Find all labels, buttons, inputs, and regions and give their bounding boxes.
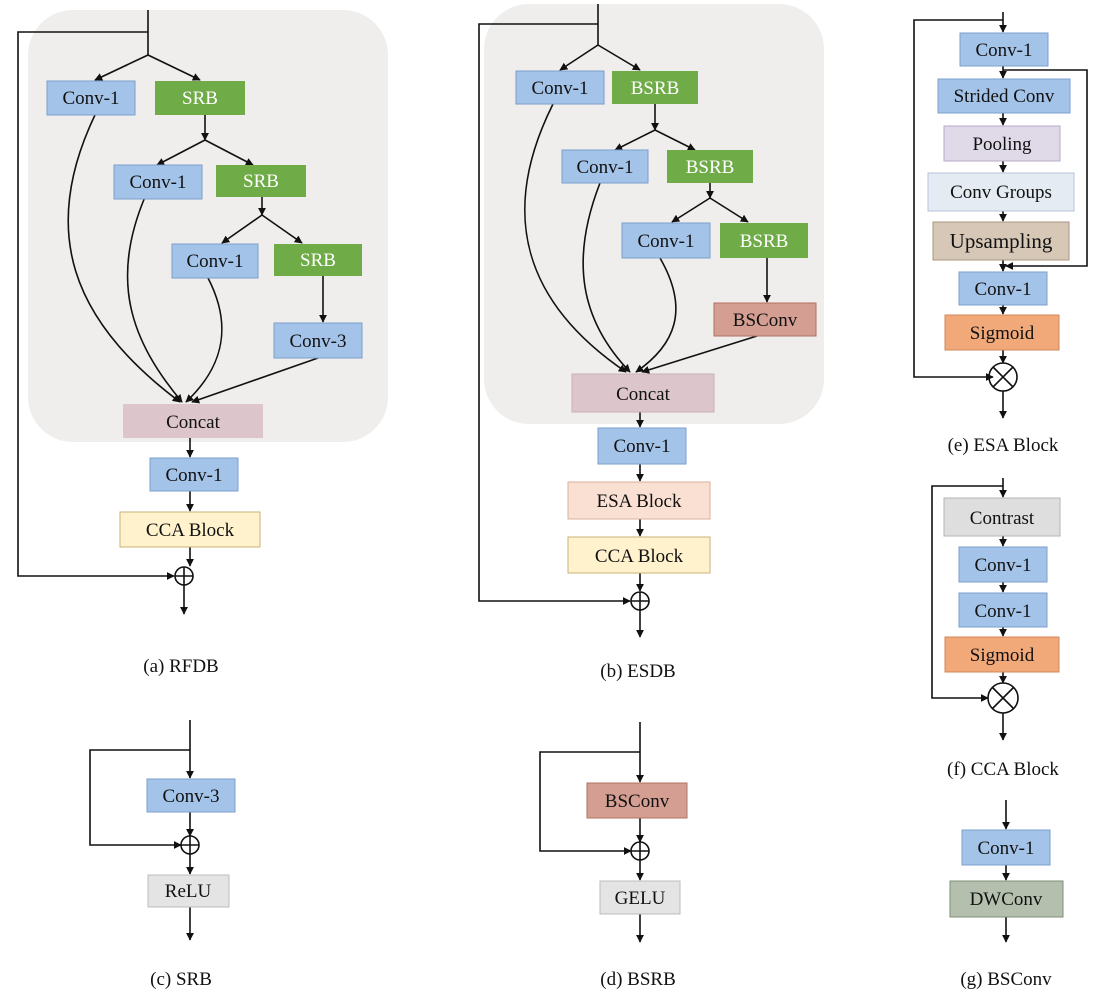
rfdb-srb-c-label: SRB: [300, 250, 336, 271]
cca-block-diagram: [931, 478, 1019, 741]
bsconv-conv1-label: Conv-1: [978, 838, 1035, 859]
bsconv-caption: (g) BSConv: [960, 969, 1052, 990]
rfdb-cca-box: CCA Block: [119, 511, 261, 548]
esa-upsampling-label: Upsampling: [950, 229, 1053, 253]
rfdb-cca-label: CCA Block: [146, 520, 235, 541]
srb-relu-label: ReLU: [165, 881, 212, 902]
esa-strided-conv-label: Strided Conv: [954, 86, 1055, 107]
esdb-cca-label: CCA Block: [595, 546, 684, 567]
esdb-bsrb-b-label: BSRB: [686, 157, 735, 178]
bsrb-gelu-label: GELU: [615, 888, 666, 909]
rfdb-srb-c-box: SRB: [274, 244, 362, 276]
rfdb-conv1-a-box: Conv-1: [46, 80, 136, 116]
esdb-conv1-c-label: Conv-1: [638, 231, 695, 252]
esdb-conv1-a-box: Conv-1: [515, 70, 605, 105]
rfdb-conv1-out-label: Conv-1: [166, 465, 223, 486]
esa-sigmoid-label: Sigmoid: [970, 323, 1035, 344]
rfdb-conv1-c-box: Conv-1: [171, 243, 259, 279]
esdb-caption: (b) ESDB: [600, 661, 675, 682]
bsrb-bsconv-label: BSConv: [605, 791, 670, 812]
esdb-conv1-b-label: Conv-1: [577, 157, 634, 178]
esdb-bsconv-label: BSConv: [733, 310, 798, 331]
cca-contrast-label: Contrast: [970, 508, 1035, 529]
esa-conv-groups-box: Conv Groups: [927, 172, 1075, 212]
esa-conv1-in-label: Conv-1: [976, 40, 1033, 61]
esdb-concat-box: Concat: [571, 373, 715, 413]
esdb-bsconv-box: BSConv: [713, 302, 817, 337]
bsrb-diagram: [539, 722, 650, 943]
cca-conv1-b-label: Conv-1: [975, 601, 1032, 622]
rfdb-diagram: [17, 10, 327, 615]
esdb-conv1-out-label: Conv-1: [614, 436, 671, 457]
esa-conv-groups-label: Conv Groups: [950, 182, 1052, 203]
cca-contrast-box: Contrast: [943, 497, 1061, 537]
esa-upsampling-box: Upsampling: [932, 221, 1070, 261]
cca-sigmoid-box: Sigmoid: [944, 636, 1060, 673]
esdb-diagram: [478, 4, 771, 638]
esa-conv1-out-box: Conv-1: [958, 271, 1048, 306]
esdb-bsrb-a-label: BSRB: [631, 78, 680, 99]
esdb-bsrb-c-label: BSRB: [740, 231, 789, 252]
esa-block-caption: (e) ESA Block: [948, 435, 1059, 456]
bsrb-caption: (d) BSRB: [600, 969, 676, 990]
esa-sigmoid-box: Sigmoid: [944, 314, 1060, 351]
esdb-concat-label: Concat: [616, 384, 671, 405]
rfdb-conv1-c-label: Conv-1: [187, 251, 244, 272]
esdb-esa-box: ESA Block: [567, 481, 711, 520]
esdb-conv1-out-box: Conv-1: [597, 427, 687, 465]
esdb-bsrb-a-box: BSRB: [612, 71, 698, 104]
rfdb-srb-a-box: SRB: [155, 81, 245, 115]
esdb-esa-label: ESA Block: [597, 491, 682, 512]
rfdb-conv1-out-box: Conv-1: [149, 457, 239, 492]
rfdb-caption: (a) RFDB: [143, 656, 218, 677]
srb-conv3-box: Conv-3: [146, 778, 236, 813]
srb-relu-box: ReLU: [147, 874, 230, 908]
bsrb-gelu-box: GELU: [599, 880, 681, 915]
rfdb-srb-b-label: SRB: [243, 171, 279, 192]
rfdb-panel-background: [28, 10, 388, 442]
esdb-conv1-c-box: Conv-1: [621, 222, 711, 259]
esa-conv1-in-box: Conv-1: [959, 32, 1049, 67]
bsconv-dwconv-label: DWConv: [970, 889, 1043, 910]
rfdb-concat-label: Concat: [166, 412, 221, 433]
cca-conv1-a-label: Conv-1: [975, 555, 1032, 576]
esdb-panel-background: [484, 4, 824, 424]
esdb-bsrb-c-box: BSRB: [720, 223, 808, 258]
esa-pooling-box: Pooling: [943, 125, 1061, 162]
rfdb-conv1-b-label: Conv-1: [130, 172, 187, 193]
esdb-conv1-b-box: Conv-1: [561, 149, 649, 184]
esa-conv1-out-label: Conv-1: [975, 279, 1032, 300]
cca-conv1-a-box: Conv-1: [958, 546, 1048, 583]
rfdb-conv3-box: Conv-3: [273, 322, 363, 359]
cca-conv1-b-box: Conv-1: [958, 592, 1048, 628]
esdb-bsrb-b-box: BSRB: [667, 150, 753, 183]
esa-pooling-label: Pooling: [972, 134, 1032, 155]
rfdb-concat-box: Concat: [123, 404, 263, 438]
cca-block-caption: (f) CCA Block: [947, 759, 1059, 780]
bsrb-bsconv-box: BSConv: [586, 782, 688, 819]
srb-diagram: [89, 720, 200, 941]
rfdb-conv1-a-label: Conv-1: [63, 88, 120, 109]
bsconv-conv1-box: Conv-1: [961, 829, 1051, 866]
esdb-conv1-a-label: Conv-1: [532, 78, 589, 99]
srb-conv3-label: Conv-3: [163, 786, 220, 807]
bsconv-dwconv-box: DWConv: [949, 880, 1064, 918]
rfdb-conv3-label: Conv-3: [290, 331, 347, 352]
esa-block-diagram: [913, 12, 1088, 419]
cca-sigmoid-label: Sigmoid: [970, 645, 1035, 666]
rfdb-conv1-b-box: Conv-1: [113, 164, 203, 200]
esa-strided-conv-box: Strided Conv: [937, 78, 1071, 114]
srb-caption: (c) SRB: [150, 969, 212, 990]
rfdb-srb-a-label: SRB: [182, 88, 218, 109]
rfdb-srb-b-box: SRB: [216, 165, 306, 197]
esdb-cca-box: CCA Block: [567, 536, 711, 574]
